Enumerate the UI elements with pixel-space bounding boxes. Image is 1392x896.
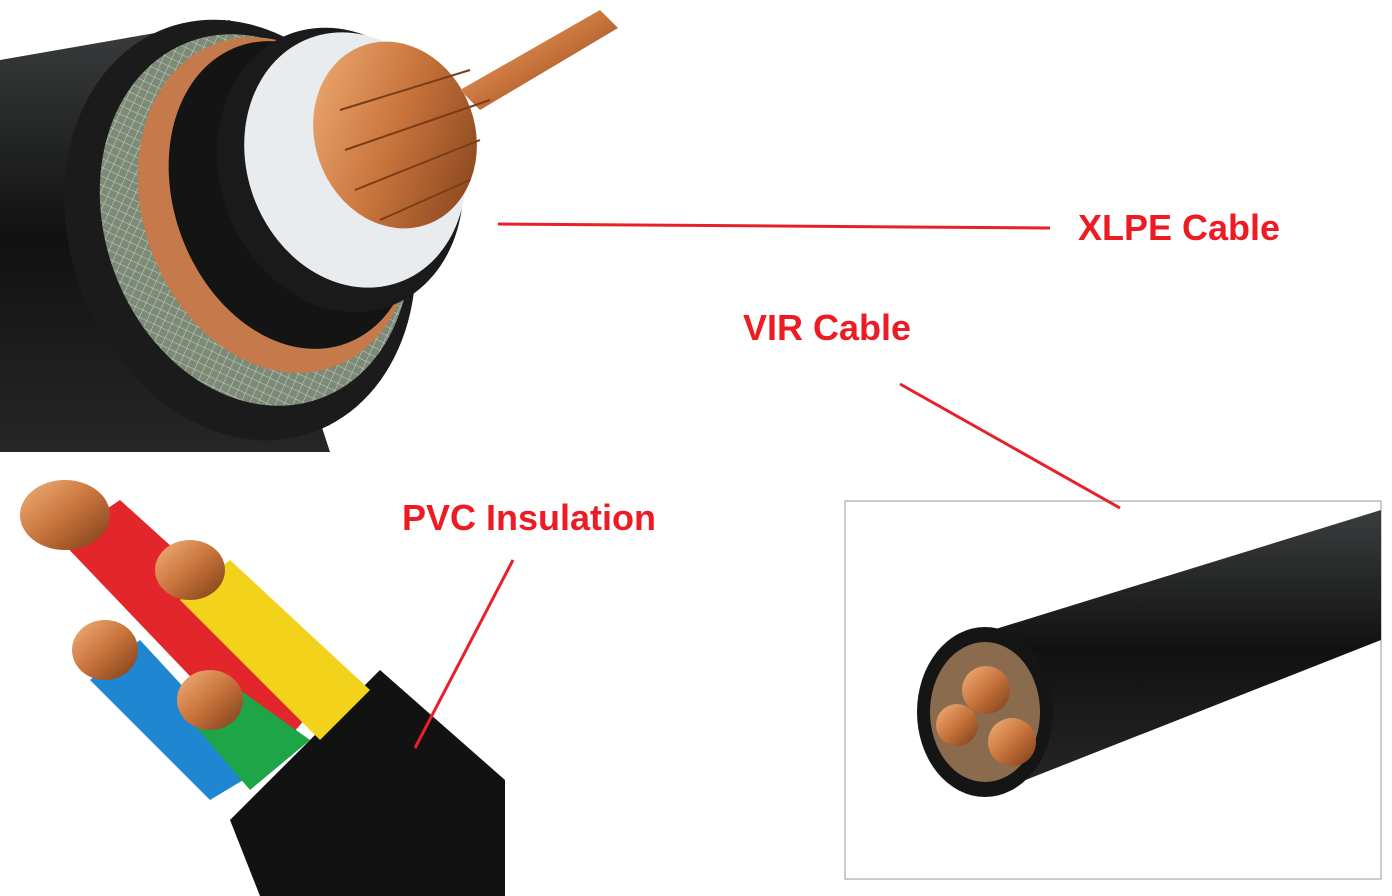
pvc-leader-line: [413, 559, 515, 749]
pvc-insulated-cable-photo: [20, 480, 505, 896]
vir-cable-photo: [844, 500, 1382, 880]
pvc-insulation-label: PVC Insulation: [402, 497, 657, 538]
xlpe-leader-line: [497, 222, 1051, 230]
vir-cable-label: VIR Cable: [743, 307, 912, 348]
xlpe-cable-label: XLPE Cable: [1078, 207, 1281, 248]
vir-leader-line: [899, 382, 1121, 510]
xlpe-cable-photo: [0, 0, 620, 452]
